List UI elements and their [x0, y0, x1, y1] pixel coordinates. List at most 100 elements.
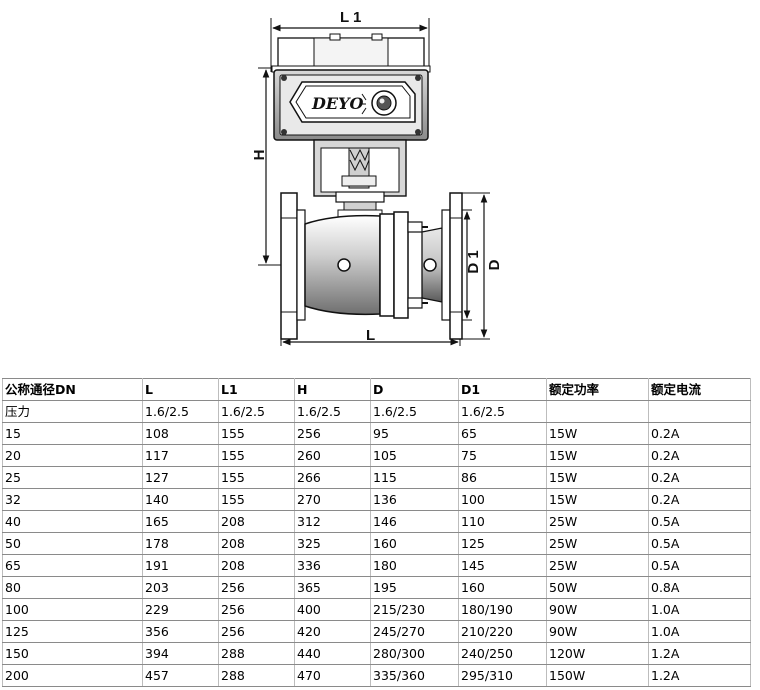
cell-power: 25W — [546, 532, 649, 555]
cell-power: 25W — [546, 510, 649, 533]
cell-h: 440 — [294, 642, 371, 665]
cell-d1: 240/250 — [458, 642, 547, 665]
cell-current: 0.2A — [648, 466, 751, 489]
cell-d1: 65 — [458, 422, 547, 445]
right-flange — [441, 192, 463, 340]
cell-l: 165 — [142, 510, 219, 533]
cell-h: 256 — [294, 422, 371, 445]
cell-h: 325 — [294, 532, 371, 555]
cell-dn: 125 — [2, 620, 143, 643]
cell-dn: 15 — [2, 422, 143, 445]
cell-l1: 208 — [218, 510, 295, 533]
cell-l: 140 — [142, 488, 219, 511]
mounting-bracket — [313, 139, 407, 219]
cell-h: 400 — [294, 598, 371, 621]
header-l: L — [142, 378, 219, 401]
cell-d1: 86 — [458, 466, 547, 489]
cell-d1: 125 — [458, 532, 547, 555]
valve-body — [304, 214, 381, 316]
cell-current: 0.2A — [648, 444, 751, 467]
cell-l1: 208 — [218, 532, 295, 555]
cell-current: 1.0A — [648, 620, 751, 643]
cell-d: 280/300 — [370, 642, 459, 665]
cell-l: 117 — [142, 444, 219, 467]
header-l1: L1 — [218, 378, 295, 401]
cell-dn: 50 — [2, 532, 143, 555]
cell-current: 0.5A — [648, 532, 751, 555]
cell-l: 394 — [142, 642, 219, 665]
cell-power — [546, 400, 649, 423]
cell-current: 0.2A — [648, 422, 751, 445]
cell-current: 1.2A — [648, 664, 751, 687]
actuator-bracket — [271, 33, 431, 73]
cell-l1: 256 — [218, 598, 295, 621]
cell-h: 470 — [294, 664, 371, 687]
cell-l: 356 — [142, 620, 219, 643]
cell-dn: 压力 — [2, 400, 143, 423]
cell-l1: 155 — [218, 488, 295, 511]
cell-l1: 256 — [218, 576, 295, 599]
cell-l1: 1.6/2.5 — [218, 400, 295, 423]
l1-label: L 1 — [340, 9, 361, 26]
cell-d: 335/360 — [370, 664, 459, 687]
cell-l: 127 — [142, 466, 219, 489]
header-dn: 公称通径DN — [2, 378, 143, 401]
cell-d1: 1.6/2.5 — [458, 400, 547, 423]
cell-l: 108 — [142, 422, 219, 445]
brand-logo: DEYO — [311, 94, 363, 113]
header-power: 额定功率 — [546, 378, 649, 401]
l-label: L — [366, 327, 375, 344]
cell-l: 229 — [142, 598, 219, 621]
cell-power: 90W — [546, 620, 649, 643]
header-current: 额定电流 — [648, 378, 751, 401]
cell-power: 15W — [546, 488, 649, 511]
cell-dn: 40 — [2, 510, 143, 533]
cell-d1: 145 — [458, 554, 547, 577]
d1-dimension: D 1 — [460, 209, 482, 321]
cell-d1: 180/190 — [458, 598, 547, 621]
cell-d: 245/270 — [370, 620, 459, 643]
header-d1: D1 — [458, 378, 547, 401]
h-label: H — [251, 150, 268, 161]
cell-h: 1.6/2.5 — [294, 400, 371, 423]
cell-d1: 100 — [458, 488, 547, 511]
valve-dimension-drawing: L 1 H L D 1 D — [251, 9, 503, 346]
cell-h: 260 — [294, 444, 371, 467]
body-flange-bolts — [379, 211, 428, 319]
cell-power: 25W — [546, 554, 649, 577]
cell-d1: 295/310 — [458, 664, 547, 687]
cell-l: 191 — [142, 554, 219, 577]
cell-dn: 150 — [2, 642, 143, 665]
cell-l: 457 — [142, 664, 219, 687]
cell-h: 420 — [294, 620, 371, 643]
cell-d: 180 — [370, 554, 459, 577]
cell-l1: 155 — [218, 444, 295, 467]
cell-current — [648, 400, 751, 423]
cell-d: 146 — [370, 510, 459, 533]
cell-h: 365 — [294, 576, 371, 599]
d-dimension: D — [460, 192, 503, 340]
cell-current: 0.2A — [648, 488, 751, 511]
cell-h: 266 — [294, 466, 371, 489]
cell-h: 336 — [294, 554, 371, 577]
cell-l1: 155 — [218, 422, 295, 445]
cell-l: 178 — [142, 532, 219, 555]
cell-power: 90W — [546, 598, 649, 621]
cell-h: 270 — [294, 488, 371, 511]
cell-current: 1.2A — [648, 642, 751, 665]
cell-dn: 80 — [2, 576, 143, 599]
cell-l1: 208 — [218, 554, 295, 577]
cell-power: 120W — [546, 642, 649, 665]
cell-d: 215/230 — [370, 598, 459, 621]
cell-power: 150W — [546, 664, 649, 687]
cell-l1: 155 — [218, 466, 295, 489]
